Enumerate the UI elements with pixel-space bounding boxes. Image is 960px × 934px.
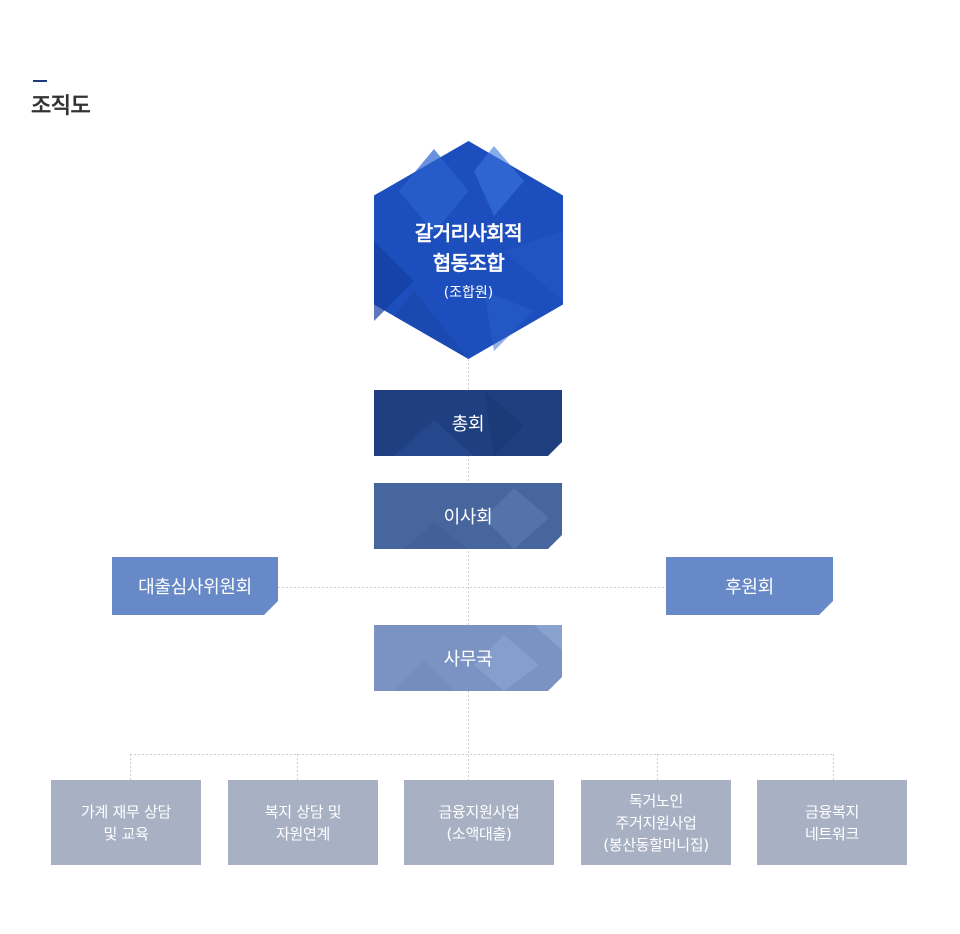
supporters-label: 후원회 xyxy=(725,577,774,598)
program-box-elderly-housing: 독거노인 주거지원사업 (봉산동할머니집) xyxy=(581,780,731,865)
board-box: 이사회 xyxy=(374,483,562,549)
program-label: 금융복지 네트워크 xyxy=(804,802,859,843)
title-accent-bar xyxy=(33,80,47,82)
root-name-line1: 갈거리사회적 xyxy=(414,221,523,245)
board-label: 이사회 xyxy=(443,507,493,528)
general-assembly-pattern xyxy=(374,390,562,456)
secretariat-box: 사무국 xyxy=(374,625,562,691)
program-label: 금융지원사업 (소액대출) xyxy=(438,802,520,843)
loan-committee-box: 대출심사위원회 xyxy=(112,557,278,615)
root-hexagon xyxy=(374,141,563,359)
secretariat-label: 사무국 xyxy=(443,649,493,670)
general-assembly-label: 총회 xyxy=(451,414,485,435)
program-box-finance-counseling: 가계 재무 상담 및 교육 xyxy=(51,780,201,865)
program-label: 가계 재무 상담 및 교육 xyxy=(81,802,171,843)
loan-committee-label: 대출심사위원회 xyxy=(138,577,252,598)
board-pattern xyxy=(374,483,562,549)
supporters-box: 후원회 xyxy=(666,557,833,615)
program-box-financial-welfare-network: 금융복지 네트워크 xyxy=(757,780,907,865)
program-box-microloan: 금융지원사업 (소액대출) xyxy=(404,780,554,865)
page-title: 조직도 xyxy=(31,94,91,119)
root-name-line2: 협동조합 xyxy=(432,251,505,275)
secretariat-pattern xyxy=(374,625,562,691)
general-assembly-box: 총회 xyxy=(374,390,562,456)
root-subtitle: (조합원) xyxy=(443,285,494,301)
root-hexagon-text: 갈거리사회적 협동조합 (조합원) xyxy=(374,218,563,302)
program-box-welfare-counseling: 복지 상담 및 자원연계 xyxy=(228,780,378,865)
program-label: 독거노인 주거지원사업 (봉산동할머니집) xyxy=(603,791,709,854)
program-label: 복지 상담 및 자원연계 xyxy=(264,802,342,843)
